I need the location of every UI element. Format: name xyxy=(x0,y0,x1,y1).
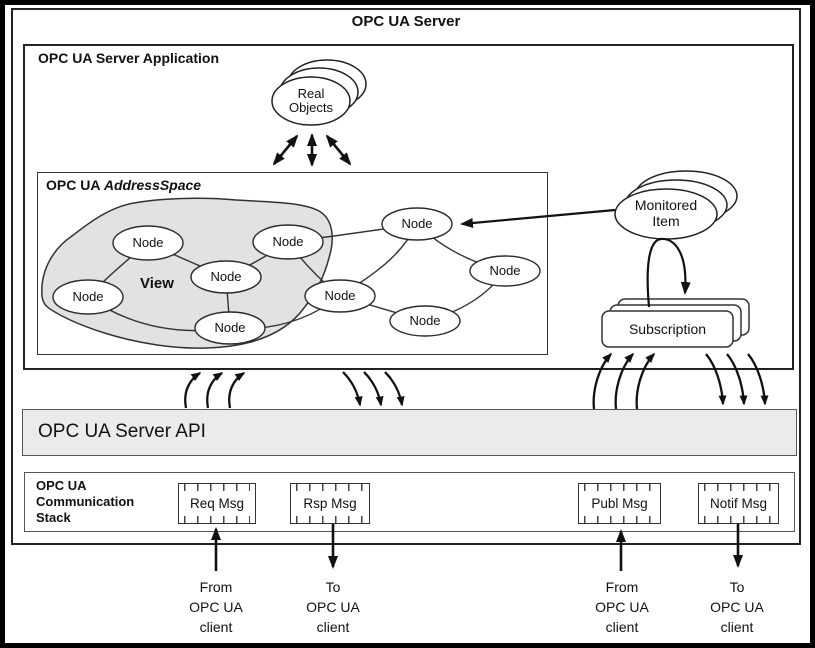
subscription-label: Subscription xyxy=(628,321,707,337)
msg-box-rsp: Rsp Msg xyxy=(290,483,370,524)
msg-label-publ: Publ Msg xyxy=(591,496,648,511)
msg-label-rsp: Rsp Msg xyxy=(303,496,357,511)
client-label-publ: From OPC UA client xyxy=(595,579,649,635)
api-label: OPC UA Server API xyxy=(38,421,206,442)
server-title: OPC UA Server xyxy=(351,13,461,30)
node-label-n6: Node xyxy=(324,288,356,303)
msg-label-req: Req Msg xyxy=(189,496,245,511)
client-label-req: From OPC UA client xyxy=(189,579,243,635)
real-objects-label: Real Objects xyxy=(288,86,334,115)
addressspace-label: OPC UA AddressSpace xyxy=(46,177,202,193)
msg-box-notif: Notif Msg xyxy=(698,483,779,524)
node-label-n9: Node xyxy=(409,313,441,328)
application-box xyxy=(23,44,794,370)
monitored-item-label: Monitored Item xyxy=(634,197,698,229)
node-label-n2: Node xyxy=(272,234,304,249)
node-label-n5: Node xyxy=(214,320,246,335)
addressspace-box xyxy=(37,172,548,355)
application-label: OPC UA Server Application xyxy=(38,50,220,66)
comm-stack-label: OPC UA Communication Stack xyxy=(36,478,135,525)
msg-box-publ: Publ Msg xyxy=(578,483,661,524)
api-bar xyxy=(22,409,797,456)
node-label-n1: Node xyxy=(132,235,164,250)
node-label-n4: Node xyxy=(72,289,104,304)
node-label-n7: Node xyxy=(401,216,433,231)
client-label-rsp: To OPC UA client xyxy=(306,579,360,635)
server-box xyxy=(11,8,801,545)
msg-box-req: Req Msg xyxy=(178,483,256,524)
node-label-n8: Node xyxy=(489,263,521,278)
client-label-notif: To OPC UA client xyxy=(710,579,764,635)
view-label: View xyxy=(140,275,174,292)
comm-stack-box xyxy=(24,472,795,532)
msg-label-notif: Notif Msg xyxy=(709,496,767,511)
node-label-n3: Node xyxy=(210,269,242,284)
